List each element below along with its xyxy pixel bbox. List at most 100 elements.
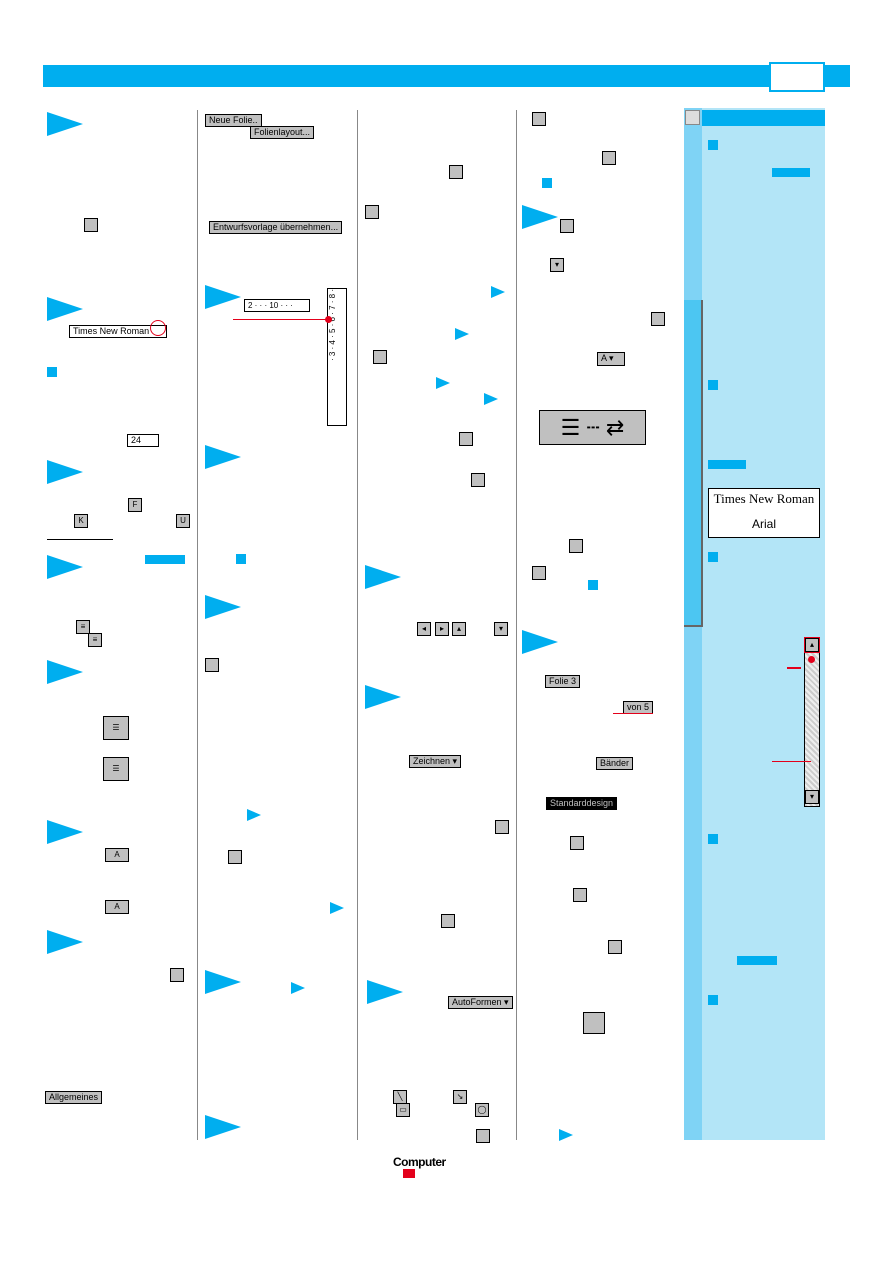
vertical-ruler[interactable]: · 3 · 4 · 5 · 6 · 7 · 8 · (327, 288, 347, 426)
callout-line (233, 319, 328, 320)
small-arrow-icon (436, 377, 450, 389)
marker-square (236, 554, 246, 564)
slide-view-icon[interactable] (373, 350, 387, 364)
sidebar-box (684, 108, 825, 1140)
toolbar-icon (608, 940, 622, 954)
underline-icon[interactable]: U (176, 514, 190, 528)
font-example-serif: Times New Roman (713, 491, 815, 506)
marker-square (708, 380, 718, 390)
step-arrow-icon (47, 660, 83, 684)
apply-template-button[interactable]: Entwurfsvorlage übernehmen... (209, 221, 343, 234)
step-arrow-icon (205, 445, 241, 469)
toolbar-icon (170, 968, 184, 982)
decrease-font-icon[interactable]: A (105, 900, 129, 914)
marker-square (708, 995, 718, 1005)
arrow-up-icon[interactable]: ▴ (452, 622, 466, 636)
select-pointer-icon[interactable] (495, 820, 509, 834)
step-arrow-icon (367, 980, 403, 1004)
step-arrow-icon (205, 595, 241, 619)
bullets-icon[interactable]: ☰ (103, 757, 129, 781)
step-arrow-icon (47, 555, 83, 579)
draw-menu-button[interactable]: Zeichnen ▾ (409, 755, 462, 768)
toolbar-icon (205, 658, 219, 672)
shadow-icon[interactable] (569, 539, 583, 553)
slideshow-icon[interactable] (471, 473, 485, 487)
line-icon[interactable]: ╲ (393, 1090, 407, 1104)
scroll-down-icon[interactable]: ▾ (805, 790, 819, 804)
bands-status: Bänder (596, 757, 634, 770)
marker-square (708, 140, 718, 150)
fill-color-icon[interactable] (560, 219, 574, 233)
toolbar-icon (583, 1012, 605, 1034)
toolbar-icon (449, 165, 463, 179)
scroll-thumb (685, 110, 700, 125)
numbering-icon[interactable]: ☰ (103, 716, 129, 740)
toolbar-icon (570, 836, 584, 850)
align-left-icon[interactable]: ≡ (76, 620, 90, 634)
small-arrow-icon (484, 393, 498, 405)
font-color-button[interactable]: A ▾ (597, 352, 625, 366)
pattern-icon (228, 850, 242, 864)
small-arrow-icon (247, 809, 261, 821)
callout-line (772, 761, 811, 762)
small-arrow-icon (491, 286, 505, 298)
textbox-icon[interactable] (476, 1129, 490, 1143)
italic-icon[interactable]: K (74, 514, 88, 528)
highlight-bar (772, 168, 810, 177)
marker-square (47, 367, 57, 377)
sidebar-header (702, 110, 825, 126)
arrow-line-icon[interactable]: ↘ (453, 1090, 467, 1104)
marker-square (588, 580, 598, 590)
ellipse-icon[interactable]: ◯ (475, 1103, 489, 1117)
slide-status: Folie 3 (545, 675, 581, 688)
step-arrow-icon (47, 930, 83, 954)
font-example-sans: Arial (751, 517, 776, 531)
3d-icon[interactable] (532, 566, 546, 580)
marker-square (542, 178, 552, 188)
highlight-bar (708, 460, 746, 469)
font-select[interactable]: Times New Roman (69, 325, 167, 338)
arrow-down-icon[interactable]: ▾ (494, 622, 508, 636)
slide-layout-button[interactable]: Folienlayout... (250, 126, 315, 139)
scroll-thumb-dot (808, 656, 815, 663)
highlight-bar (145, 555, 185, 564)
callout-line (613, 713, 653, 714)
horizontal-ruler[interactable]: 2 · · · 10 · · · (244, 299, 310, 312)
callout-line (787, 667, 801, 669)
bold-icon[interactable]: F (128, 498, 142, 512)
line-color-icon[interactable] (651, 312, 665, 326)
header-bar (43, 65, 850, 87)
small-arrow-icon (330, 902, 344, 914)
callout-dot (325, 316, 332, 323)
marker-square (708, 834, 718, 844)
new-slide-button[interactable]: Neue Folie.. (205, 114, 262, 127)
step-arrow-icon (47, 820, 83, 844)
increase-font-icon[interactable]: A (105, 848, 129, 862)
step-arrow-icon (365, 685, 401, 709)
sidebar-scroll (684, 300, 703, 627)
font-size-select[interactable]: 24 (127, 434, 159, 447)
align-center-icon[interactable]: ≡ (88, 633, 102, 647)
marker-square (708, 552, 718, 562)
autoshapes-menu-button[interactable]: AutoFormen ▾ (448, 996, 513, 1009)
scroll-up-icon[interactable]: ▴ (804, 637, 820, 653)
step-arrow-icon (522, 630, 558, 654)
toolbar-icon (602, 151, 616, 165)
category-select[interactable]: Allgemeines (45, 1091, 103, 1104)
vertical-ruler-ticks: · 3 · 4 · 5 · 6 · 7 · 8 · (328, 289, 337, 362)
toolbar-icon (532, 112, 546, 126)
line-style-toolbar[interactable]: ☰ ┄ ⇄ (539, 410, 646, 445)
small-arrow-icon (455, 328, 469, 340)
dropdown-arrow-icon[interactable]: ▾ (550, 258, 564, 272)
rotate-icon[interactable] (441, 914, 455, 928)
scrollbar-example[interactable] (804, 637, 820, 807)
sorter-view-icon[interactable] (459, 432, 473, 446)
computer-bild-logo: Computer (393, 1155, 446, 1178)
rectangle-icon[interactable]: ▭ (396, 1103, 410, 1117)
arrow-left-icon[interactable]: ◂ (417, 622, 431, 636)
arrow-right-icon[interactable]: ▸ (435, 622, 449, 636)
highlight-bar (737, 956, 777, 965)
step-arrow-icon (205, 1115, 241, 1139)
toolbar-icon (84, 218, 98, 232)
